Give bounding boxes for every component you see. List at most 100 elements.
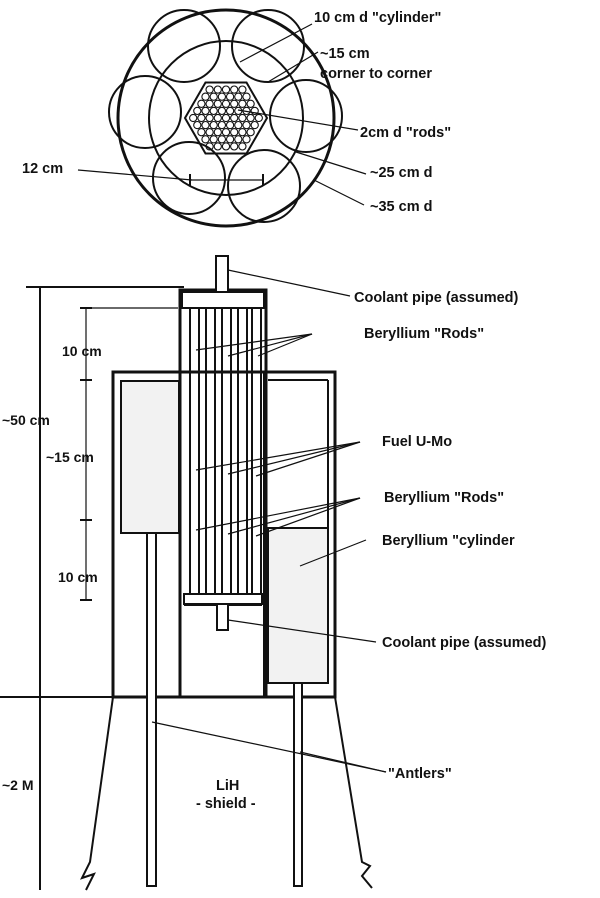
rod-circle xyxy=(205,99,214,108)
rod-circle xyxy=(201,92,210,101)
rod-circle xyxy=(250,120,259,130)
label-beryllium-cylinder: Beryllium "cylinder xyxy=(382,533,515,549)
rod-circle xyxy=(230,113,239,123)
rod-circle xyxy=(242,135,251,144)
rod-circle xyxy=(201,106,210,116)
rod-circle xyxy=(205,128,214,137)
rod-circle xyxy=(209,106,218,116)
label-beryllium-rods-bottom: Beryllium "Rods" xyxy=(384,490,504,506)
leader-coolant-bottom xyxy=(227,619,377,643)
rod-circle xyxy=(221,113,231,123)
rod-circle xyxy=(213,113,222,123)
leader-be-cylinder xyxy=(299,539,367,567)
antler-post-right xyxy=(293,682,303,887)
rod-circle xyxy=(213,128,222,137)
core-rod xyxy=(221,307,232,595)
beryllium-cylinder-circle xyxy=(231,9,305,83)
rod-circle xyxy=(217,106,227,116)
beryllium-cylinder-circle xyxy=(108,75,182,149)
rod-circle xyxy=(242,92,251,101)
leader-25cm xyxy=(295,151,367,175)
leader-be-rods-bottom-2 xyxy=(227,497,361,535)
beryllium-cylinder-right xyxy=(267,527,329,684)
rod-circle xyxy=(246,99,255,108)
rod-grid xyxy=(189,85,263,151)
coolant-pipe-top xyxy=(215,255,229,293)
label-coolant-pipe-top: Coolant pipe (assumed) xyxy=(354,290,519,306)
rod-circle xyxy=(250,106,259,116)
rod-circle xyxy=(201,135,210,144)
leader-antlers-left xyxy=(151,721,387,773)
beryllium-cylinder-circle xyxy=(269,79,343,153)
rod-circle xyxy=(221,142,231,151)
core-rod xyxy=(251,307,262,595)
rod-circle xyxy=(238,128,247,137)
label-fuel: Fuel U-Mo xyxy=(382,434,452,450)
rod-circle xyxy=(238,85,247,94)
rod-circle xyxy=(201,120,210,130)
inner-25cm-circle xyxy=(148,40,304,196)
core-top-plate xyxy=(181,291,265,309)
leader-be-rods-top-1 xyxy=(195,333,313,351)
rod-circle xyxy=(209,92,218,101)
beryllium-cylinder-left xyxy=(120,380,180,534)
rod-circle xyxy=(225,135,235,144)
core-rods xyxy=(189,307,262,595)
label-antlers: "Antlers" xyxy=(388,766,452,782)
rod-circle xyxy=(230,99,239,108)
label-rods: 2cm d "rods" xyxy=(360,125,451,141)
shield-right-edge xyxy=(334,696,373,889)
rod-circle xyxy=(246,128,255,137)
rod-circle xyxy=(225,120,235,130)
leader-fuel-1 xyxy=(195,441,361,471)
rod-circle xyxy=(234,135,243,144)
rod-circle xyxy=(225,92,235,101)
rod-circle xyxy=(193,120,202,130)
dimension-50cm: ~50 cm xyxy=(2,412,50,428)
rod-circle xyxy=(238,99,247,108)
leader-be-rods-bottom-3 xyxy=(255,497,361,537)
rod-circle xyxy=(234,92,243,101)
core-rod xyxy=(189,307,200,595)
rod-circle xyxy=(217,120,227,130)
rod-circle xyxy=(205,142,214,151)
rod-circle xyxy=(242,120,251,130)
label-lih: LiH xyxy=(216,778,239,794)
label-25cm: ~25 cm d xyxy=(370,165,432,181)
label-cylinder: 10 cm d "cylinder" xyxy=(314,10,441,26)
rod-circle xyxy=(209,135,218,144)
cross-section-view: 10 cm d "cylinder" ~15 cm corner to corn… xyxy=(22,8,451,228)
leader-corner xyxy=(267,51,319,83)
label-coolant-pipe-bottom: Coolant pipe (assumed) xyxy=(382,635,547,651)
rod-circle xyxy=(234,120,243,130)
leader-12cm xyxy=(77,169,193,181)
beryllium-cylinder-circle xyxy=(147,9,221,83)
rod-circle xyxy=(221,99,231,108)
leader-fuel-2 xyxy=(227,441,361,475)
rod-circle xyxy=(209,120,218,130)
label-35cm: ~35 cm d xyxy=(370,199,432,215)
rod-circle xyxy=(197,99,206,108)
outer-35cm-circle xyxy=(116,8,336,228)
rod-circle xyxy=(230,85,239,94)
dimension-10cm-top: 10 cm xyxy=(62,343,102,359)
leader-35cm xyxy=(313,179,365,206)
rod-circle xyxy=(193,106,202,116)
rod-circle xyxy=(221,128,231,137)
leader-rods xyxy=(237,109,359,131)
leader-fuel-3 xyxy=(255,441,361,477)
rod-circle xyxy=(197,113,206,123)
core-rod xyxy=(205,307,216,595)
label-beryllium-rods-top: Beryllium "Rods" xyxy=(364,326,484,342)
rod-circle xyxy=(197,128,206,137)
rod-circle xyxy=(213,142,222,151)
label-shield: - shield - xyxy=(196,796,256,812)
beryllium-cylinder-circle xyxy=(152,141,226,215)
rod-circle xyxy=(221,85,231,94)
dimension-15cm: ~15 cm xyxy=(46,449,94,465)
label-corner-1: ~15 cm xyxy=(320,46,370,62)
rod-circle xyxy=(230,142,239,151)
rod-circle xyxy=(205,113,214,123)
rod-circle xyxy=(225,106,235,116)
